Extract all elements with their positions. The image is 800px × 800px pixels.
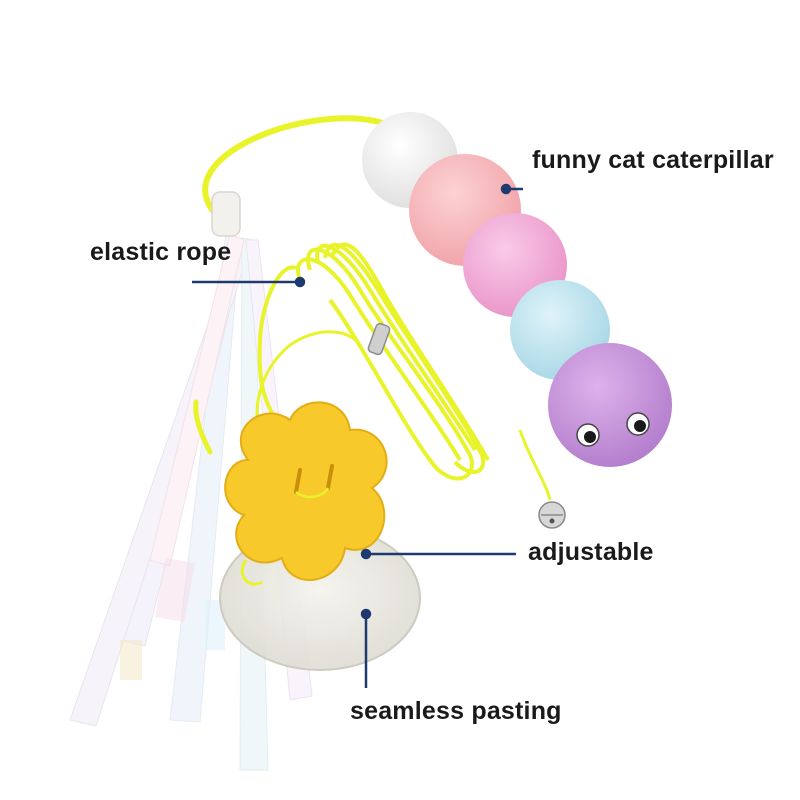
- bell-icon: [538, 501, 566, 529]
- rope-to-bell: [518, 429, 552, 501]
- label-caterpillar: funny cat caterpillar: [532, 146, 774, 174]
- rope-loop: [255, 330, 362, 441]
- googly-eyes: [576, 412, 650, 447]
- rope-end: [193, 399, 213, 455]
- felt-flower: [224, 401, 388, 581]
- label-adjustable: adjustable: [528, 538, 654, 566]
- label-seamless-pasting: seamless pasting: [350, 697, 562, 725]
- rope-top: [202, 115, 403, 228]
- metal-clasp: [367, 322, 391, 356]
- rope-tail: [240, 559, 263, 586]
- pointer-lines: [192, 183, 523, 688]
- tassel-cap: [211, 191, 241, 237]
- caterpillar: [362, 112, 672, 467]
- label-elastic-rope: elastic rope: [90, 238, 232, 266]
